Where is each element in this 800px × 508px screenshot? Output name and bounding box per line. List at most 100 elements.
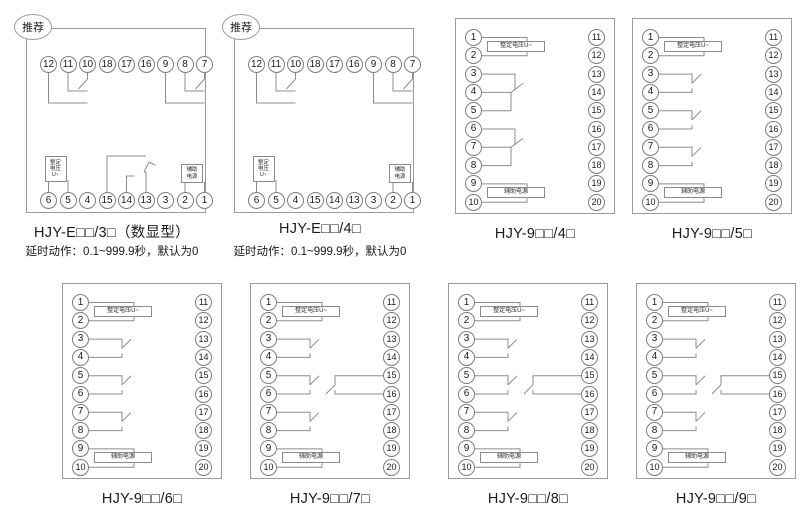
terminal-12: 12 [769,312,786,330]
terminal-1: 1 [260,294,277,311]
terminal-12: 12 [383,312,400,330]
recommended-badge: 推荐 [14,14,52,40]
terminal-7: 7 [642,138,659,156]
terminal-3: 3 [72,330,89,348]
terminal-6: 6 [260,385,277,403]
terminal-2: 2 [72,312,89,330]
terminal-9: 9 [642,175,659,193]
terminal-10: 10 [465,193,482,211]
panel-subcaption: 延时动作：0.1~999.9秒，默认为0 [25,246,199,258]
aux-power-box: 辅助电源 [389,164,411,183]
terminal-7: 7 [646,403,663,421]
terminal-12: 12 [40,56,57,73]
terminal-19: 19 [581,440,598,458]
terminal-16: 16 [769,385,786,403]
terminal-13: 13 [765,65,782,83]
terminal-2: 2 [465,47,482,65]
aux-power-box: 辅助电源 [181,164,203,183]
terminal-9: 9 [465,175,482,193]
terminal-4: 4 [458,348,475,366]
terminal-13: 13 [769,330,786,348]
terminal-1: 1 [465,29,482,46]
terminal-14: 14 [769,348,786,366]
terminal-16: 16 [195,385,212,403]
terminal-17: 17 [383,403,400,421]
panel-caption: HJY-9□□/6□ [101,491,183,507]
terminal-16: 16 [588,120,605,138]
terminal-18: 18 [195,422,212,440]
terminal-3: 3 [260,330,277,348]
terminal-14: 14 [383,348,400,366]
terminal-9: 9 [157,56,174,73]
terminal-12: 12 [248,56,265,73]
terminal-7: 7 [404,56,421,73]
terminal-13: 13 [588,65,605,83]
terminal-4: 4 [465,83,482,101]
terminal-16: 16 [345,56,363,73]
terminal-7: 7 [465,138,482,156]
terminal-15: 15 [98,192,116,209]
terminal-1: 1 [72,294,89,311]
terminal-20: 20 [581,458,598,476]
terminal-15: 15 [581,367,598,385]
set-voltage-label: 整定电压U~ [480,305,538,317]
terminal-2: 2 [384,192,402,209]
terminal-15: 15 [195,367,212,385]
terminal-19: 19 [588,175,605,193]
terminal-1: 1 [642,29,659,46]
terminal-4: 4 [79,192,96,209]
terminal-1: 1 [646,294,663,311]
terminal-5: 5 [458,367,475,385]
terminal-6: 6 [72,385,89,403]
set-voltage-label: 整定电压U~ [282,305,340,317]
terminal-19: 19 [195,440,212,458]
terminal-6: 6 [40,192,57,209]
panel-caption: HJY-E□□/4□ [279,221,361,237]
terminal-10: 10 [642,193,659,211]
terminal-20: 20 [588,193,605,211]
terminal-20: 20 [383,458,400,476]
terminal-3: 3 [365,192,382,209]
set-voltage-label: 整定电压U~ [94,305,152,317]
terminal-4: 4 [287,192,304,209]
panel-caption: HJY-9□□/4□ [494,226,576,242]
aux-power-label: 辅助电源 [282,451,340,463]
terminal-13: 13 [581,330,598,348]
panel-caption: HJY-9□□/8□ [487,491,569,507]
terminal-17: 17 [326,56,343,73]
terminal-12: 12 [581,312,598,330]
terminal-19: 19 [769,440,786,458]
terminal-20: 20 [765,193,782,211]
terminal-8: 8 [646,422,663,440]
terminal-17: 17 [769,403,786,421]
aux-power-label: 辅助电源 [664,186,722,198]
terminal-20: 20 [195,458,212,476]
terminal-11: 11 [267,56,285,73]
aux-power-label: 辅助电源 [668,451,726,463]
terminal-15: 15 [588,102,605,120]
terminal-3: 3 [465,65,482,83]
terminal-12: 12 [765,47,782,65]
terminal-20: 20 [769,458,786,476]
terminal-7: 7 [260,403,277,421]
terminal-17: 17 [581,403,598,421]
terminal-15: 15 [383,367,400,385]
terminal-19: 19 [383,440,400,458]
terminal-2: 2 [642,47,659,65]
terminal-12: 12 [588,47,605,65]
terminal-11: 11 [383,294,400,311]
terminal-8: 8 [260,422,277,440]
terminal-5: 5 [465,102,482,120]
terminal-1: 1 [196,192,213,209]
terminal-10: 10 [79,56,96,73]
terminal-10: 10 [287,56,304,73]
terminal-17: 17 [195,403,212,421]
terminal-19: 19 [765,175,782,193]
terminal-11: 11 [588,29,605,46]
terminal-8: 8 [384,56,402,73]
terminal-17: 17 [765,138,782,156]
terminal-16: 16 [383,385,400,403]
